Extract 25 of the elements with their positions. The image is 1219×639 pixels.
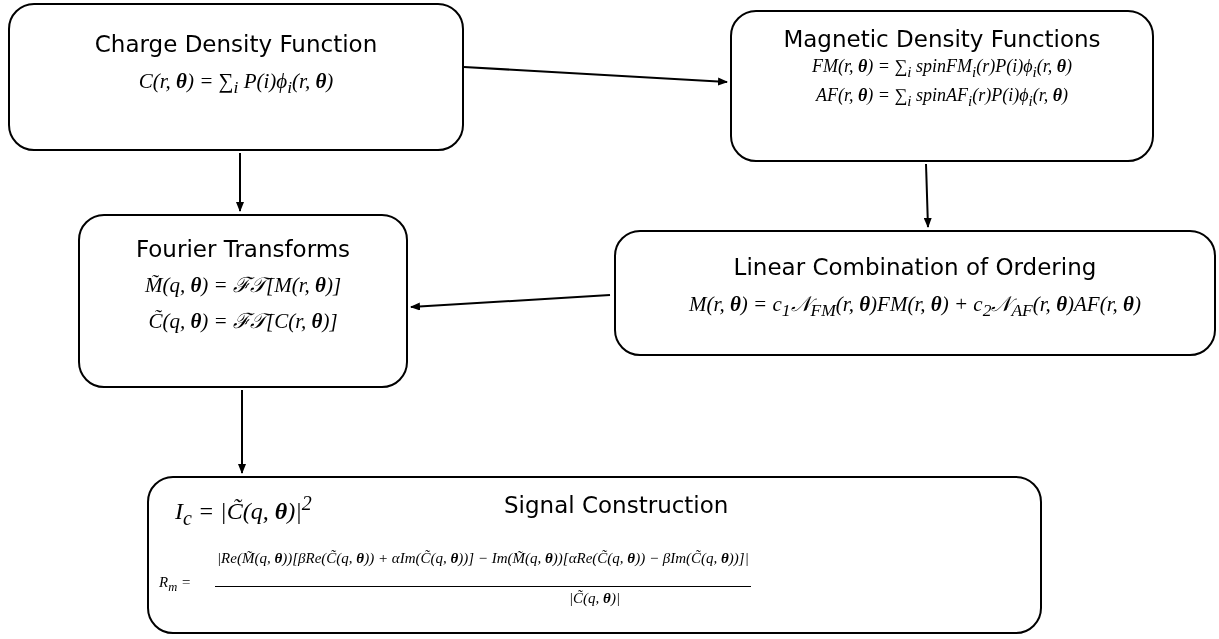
- arrow: [463, 66, 728, 86]
- formula: C̃(q, θ) = ℱ𝒯[C(r, θ)]: [148, 308, 338, 334]
- box-title: Fourier Transforms: [135, 236, 351, 262]
- formula: M(r, θ) = c$_{1}$𝒩$_{FM}$(r, θ)FM(r, θ) + c$_{2}$𝒩$_{AF}$(r, θ)AF(r, θ): [689, 292, 1141, 322]
- formula: FM(r, θ) = ∑$_{i}$ spinFM$_{i}$(r)P(i)ϕ$_{i}$(r, θ): [812, 56, 1072, 81]
- formula: R$_{m}$ =: [159, 574, 192, 595]
- process-box: [8, 3, 464, 151]
- formula: AF(r, θ) = ∑$_{i}$ spinAF$_{i}$(r)P(i)ϕ$_{i}$(r, θ): [816, 84, 1068, 110]
- arrow: [236, 152, 244, 212]
- fraction-numerator: |Re(M̃(q, θ))[βRe(C̃(q, θ)) + αIm(C̃(q, θ))] − Im(M̃(q, θ))[αRe(C̃(q, θ)) − βIm(C̃(q, θ))]|: [217, 550, 749, 567]
- box-title: Linear Combination of Ordering: [733, 254, 1097, 280]
- arrow: [410, 294, 611, 311]
- fraction-denominator: |C̃(q, θ)|: [567, 590, 621, 607]
- box-title: Charge Density Function: [94, 31, 378, 57]
- formula: I$_{c}$ = |C̃(q, θ)|$^{2}$: [175, 492, 312, 530]
- arrow: [238, 389, 246, 474]
- box-title: Signal Construction: [504, 492, 729, 518]
- process-box: [78, 214, 408, 388]
- arrow: [923, 163, 932, 228]
- formula: M̃(q, θ) = ℱ𝒯[M(r, θ)]: [144, 272, 342, 298]
- process-box: [730, 10, 1154, 162]
- process-box: [614, 230, 1216, 356]
- formula: C(r, θ) = ∑$_{i}$ P(i)ϕ$_{i}$(r, θ): [138, 69, 334, 99]
- process-box: [147, 476, 1042, 634]
- box-title: Magnetic Density Functions: [783, 26, 1101, 52]
